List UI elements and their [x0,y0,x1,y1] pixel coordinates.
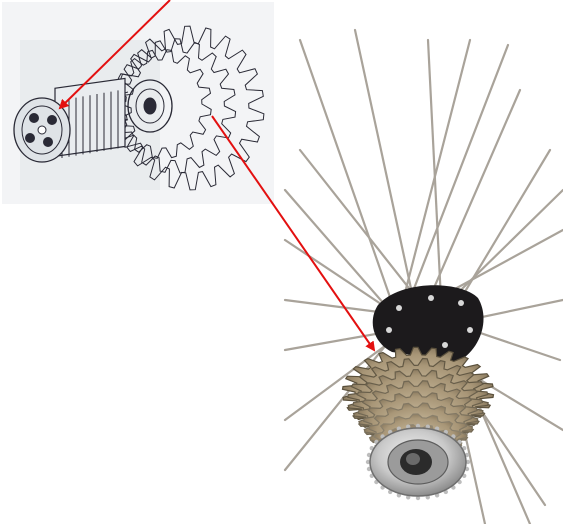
hub-shell [373,285,484,362]
spoke [300,40,398,320]
arrow-to-cassette [212,116,374,350]
wheel-photo [285,30,563,524]
lockring [366,424,470,500]
spoke [355,30,420,330]
spoke [285,190,398,320]
spoke [398,40,470,320]
